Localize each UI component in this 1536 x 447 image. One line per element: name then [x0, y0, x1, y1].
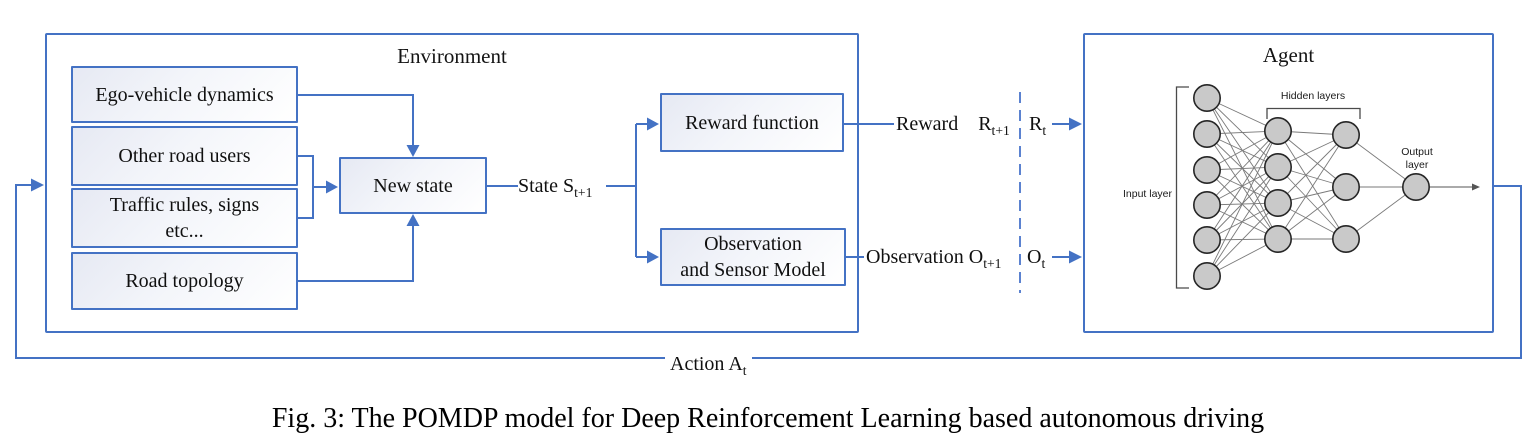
observation-sensor-model-box: Observation and Sensor Model: [660, 228, 846, 286]
ego-vehicle-dynamics-label: Ego-vehicle dynamics: [95, 83, 274, 106]
input-layer-label: Input layer: [1122, 188, 1172, 200]
road-topology-label: Road topology: [125, 270, 244, 292]
road-topology-box: Road topology: [71, 252, 298, 310]
nn-node: [1193, 261, 1222, 290]
state-label: State St+1: [518, 175, 593, 200]
traffic-rules-box: Traffic rules, signs etc...: [71, 188, 298, 248]
reward-output-connector: [843, 117, 1082, 131]
hidden-layers-bracket: [1266, 107, 1361, 119]
nn-node: [1332, 121, 1361, 150]
new-state-label: New state: [373, 174, 453, 197]
neural-network: [1193, 84, 1431, 290]
input-layer-bracket: [1175, 86, 1189, 289]
hidden-layers-label: Hidden layers: [1280, 90, 1346, 102]
nn-node: [1402, 173, 1431, 202]
observation-output-connector: [846, 250, 1082, 264]
traffic-rules-label-line1: Traffic rules, signs: [109, 194, 260, 216]
ego-vehicle-dynamics-box: Ego-vehicle dynamics: [71, 66, 298, 123]
action-label: Action At: [665, 353, 752, 377]
nn-output-arrow: [1430, 183, 1480, 191]
state-branch-connector: [487, 117, 659, 264]
reward-t-label: Rt: [1029, 113, 1047, 138]
environment-title: Environment: [397, 44, 507, 68]
environment-box: [45, 33, 859, 333]
observation-model-label-line1: Observation: [704, 233, 802, 255]
other-road-users-box: Other road users: [71, 126, 298, 186]
nn-node: [1193, 226, 1222, 255]
observation-t-label: Ot: [1027, 246, 1046, 271]
nn-node: [1193, 120, 1222, 149]
reward-function-box: Reward function: [660, 93, 844, 152]
figure-caption: Fig. 3: The POMDP model for Deep Reinfor…: [271, 403, 1265, 434]
nn-node: [1193, 156, 1222, 185]
traffic-rules-label-line2: etc...: [165, 220, 204, 242]
agent-box: [1083, 33, 1494, 333]
other-road-users-label: Other road users: [118, 145, 251, 167]
roadtopology-to-newstate-connector: [298, 214, 420, 282]
nn-node: [1193, 191, 1222, 220]
reward-function-label: Reward function: [685, 111, 819, 134]
nn-node: [1332, 173, 1361, 202]
nn-node: [1332, 225, 1361, 254]
ego-to-newstate-connector: [298, 94, 420, 157]
new-state-box: New state: [339, 157, 487, 214]
observation-label: Observation Ot+1: [866, 246, 1002, 271]
nn-node: [1264, 225, 1293, 254]
observation-model-label-line2: and Sensor Model: [680, 259, 826, 281]
nn-node: [1264, 153, 1293, 182]
nn-node: [1264, 189, 1293, 218]
output-layer-label: Output layer: [1401, 146, 1433, 171]
roadusers-traffic-to-newstate-connector: [298, 155, 338, 219]
nn-node: [1193, 84, 1222, 113]
action-arrowhead: [31, 178, 44, 192]
nn-node: [1264, 117, 1293, 146]
agent-title: Agent: [1262, 43, 1315, 67]
reward-label: Reward Rt+1: [896, 113, 1010, 138]
action-feedback-loop: [15, 178, 1522, 359]
